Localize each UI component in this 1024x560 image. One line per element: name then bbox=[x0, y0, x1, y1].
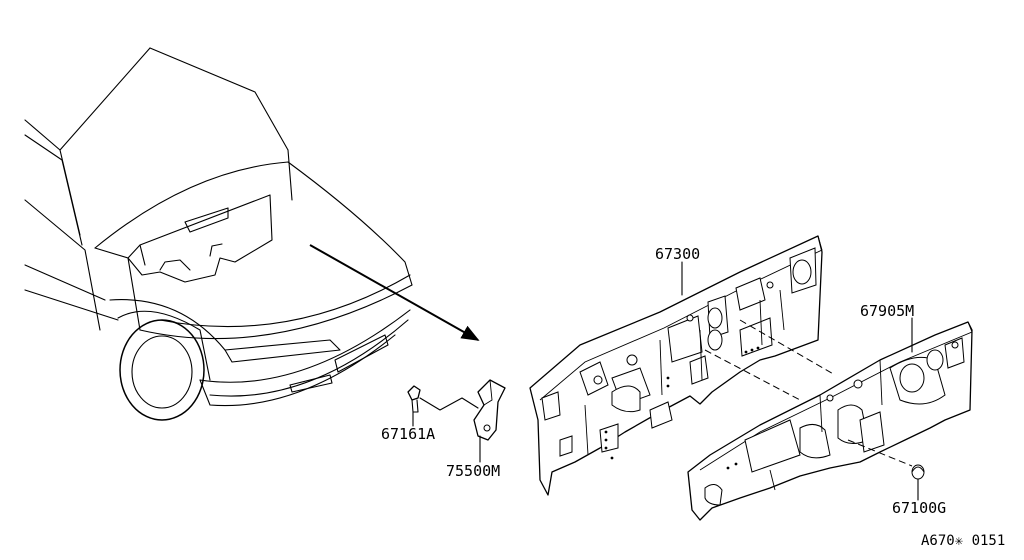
insulator-67905M bbox=[687, 321, 973, 521]
part-label-67300: 67300 bbox=[655, 245, 700, 263]
bolt-67161A bbox=[407, 385, 421, 413]
alignment-line bbox=[704, 349, 801, 401]
location-arrow bbox=[309, 244, 480, 341]
alignment-line bbox=[847, 439, 913, 467]
part-label-67100G: 67100G bbox=[892, 499, 946, 517]
figure-reference: A670✳ 0151 bbox=[921, 533, 1005, 549]
part-label-75500M: 75500M bbox=[446, 462, 500, 480]
part-label-67905M: 67905M bbox=[860, 302, 914, 320]
dash-panel-67300 bbox=[529, 235, 823, 496]
assembly-line bbox=[419, 397, 479, 411]
part-label-67161A: 67161A bbox=[381, 425, 435, 443]
clip-67100G bbox=[911, 464, 925, 480]
bracket-75500M bbox=[473, 379, 506, 441]
car-front-illustration bbox=[24, 47, 413, 421]
alignment-line bbox=[739, 319, 836, 376]
